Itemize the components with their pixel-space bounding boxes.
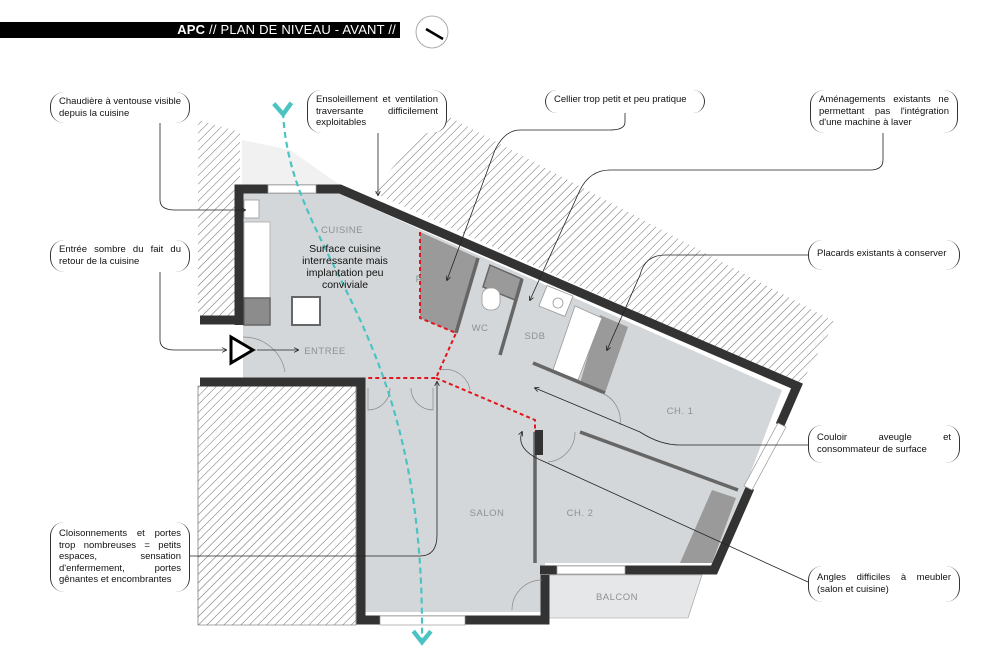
toilet-icon [481,287,501,311]
boiler-icon [243,199,260,219]
room-label-wc: WC [472,323,489,334]
callout-placards: Placards existants à conserver [808,240,960,270]
callout-ensoleillement: Ensoleillement et ventilation traversant… [307,90,447,133]
room-label-sdb: SDB [524,331,545,342]
hatched-neighbour-bottom [197,385,357,626]
entrance-marker-icon [229,334,256,366]
salon-pillar [535,430,543,455]
room-label-placard: P [416,274,423,285]
callout-chaudiere: Chaudière à ventouse visible depuis la c… [50,92,190,123]
header-title: // PLAN DE NIVEAU - AVANT // [205,22,396,37]
header-bar: APC // PLAN DE NIVEAU - AVANT // [0,22,400,38]
airflow-arrow [272,101,433,646]
kitchen-note-line: Surface cuisine [309,243,381,255]
header-brand: APC [177,22,206,37]
hatched-neighbour-left [198,120,240,316]
room-label-ch1: CH. 1 [667,406,694,417]
callout-couloir: Couloir aveugle et consommateur de surfa… [808,425,960,463]
kitchen-cabinet [243,297,271,326]
room-label-salon: SALON [470,508,505,519]
placard-ch2 [680,490,736,563]
kitchen-note-line: conviviale [322,279,368,291]
leader-lines [159,112,884,583]
room-label-ch2: CH. 2 [567,508,594,519]
callout-amenagements: Aménagements existants ne permettant pas… [810,90,958,133]
kitchen-island [291,296,321,326]
callout-cellier: Cellier trop petit et peu pratique [545,90,705,113]
room-label-balcon: BALCON [596,592,638,603]
room-label-cuisine: CUISINE [321,225,363,236]
placard-sdb [580,315,628,393]
kitchen-counter [243,221,271,299]
kitchen-note-line: implantation peu [306,267,383,279]
cellier-storage [420,232,478,333]
kitchen-note-line: interressante mais [302,255,388,267]
callout-cloisonnements: Cloisonnements et portes trop nombreuses… [50,522,190,592]
callout-entree: Entrée sombre du fait du retour de la cu… [50,240,190,272]
compass-icon [415,15,449,49]
room-label-entree: ENTREE [304,346,346,357]
sink-icon [538,285,574,317]
callout-angles: Angles difficiles à meubler (salon et cu… [808,566,960,602]
hatched-neighbour-top [372,112,835,386]
